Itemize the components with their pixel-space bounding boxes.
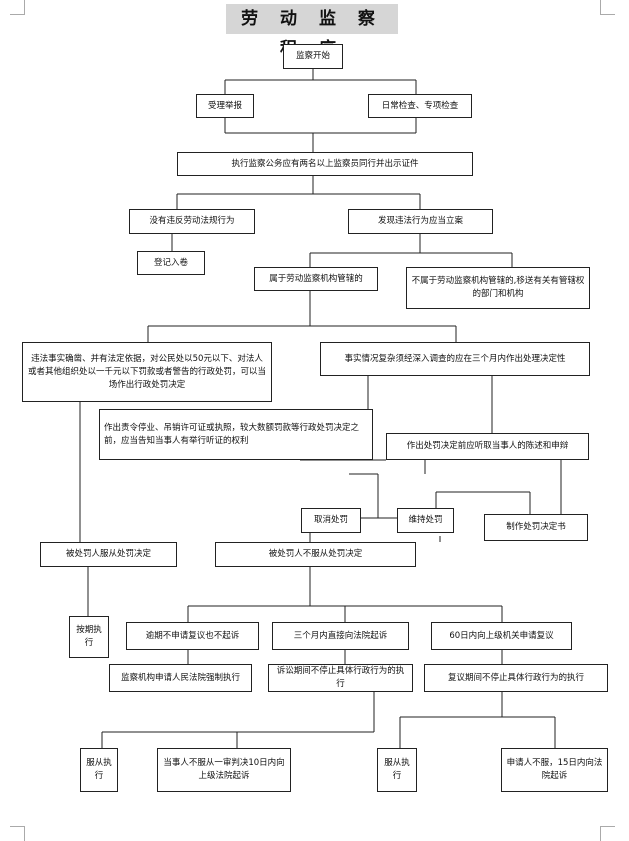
node-accept: 被处罚人服从处罚决定 [40,542,177,567]
node-lawsuit-3m: 三个月内直接向法院起诉 [272,622,409,650]
node-hearing-notice: 作出责令停业、吊销许可证或执照，较大数额罚款等行政处罚决定之前，应当告知当事人有… [99,409,373,460]
node-no-review-no-suit: 逾期不申请复议也不起诉 [126,622,259,650]
node-comply-2: 服从执行 [377,748,417,792]
node-on-spot: 违法事实确凿、并有法定依据，对公民处以50元以下、对法人或者其他组织处以一千元以… [22,342,272,402]
node-suit-no-stop: 诉讼期间不停止具体行政行为的执行 [268,664,413,692]
node-register: 登记入卷 [137,251,205,275]
node-hear-statement: 作出处罚决定前应听取当事人的陈述和申辩 [386,433,589,460]
page-corner-br [600,826,615,841]
page-corner-tl [10,0,25,15]
node-make-decision: 制作处罚决定书 [484,514,588,541]
node-violation-found: 发现违法行为应当立案 [348,209,493,234]
node-inspection: 日常检查、专项检查 [368,94,472,118]
node-cancel: 取消处罚 [301,508,361,533]
node-review-60d: 60日内向上级机关申请复议 [431,622,572,650]
node-appeal-10d: 当事人不服从一审判决10日内向上级法院起诉 [157,748,291,792]
node-start: 监察开始 [283,44,343,69]
node-comply-1: 服从执行 [80,748,118,792]
node-execute-on-time: 按期执行 [69,616,109,658]
node-maintain: 维持处罚 [397,508,454,533]
node-complex: 事实情况复杂须经深入调查的应在三个月内作出处理决定性 [320,342,590,376]
node-court-enforce: 监察机构申请人民法院强制执行 [109,664,252,692]
page-corner-bl [10,826,25,841]
node-review-no-stop: 复议期间不停止具体行政行为的执行 [424,664,608,692]
node-not-jurisdiction: 不属于劳动监察机构管辖的,移送有关有管辖权的部门和机构 [406,267,590,309]
node-suit-15d: 申请人不服，15日内向法院起诉 [501,748,608,792]
node-reject: 被处罚人不服从处罚决定 [215,542,416,567]
node-no-violation: 没有违反劳动法规行为 [129,209,255,234]
page-corner-tr [600,0,615,15]
node-report: 受理举报 [196,94,254,118]
node-in-jurisdiction: 属于劳动监察机构管辖的 [254,267,378,291]
node-officers: 执行监察公务应有两名以上监察员同行并出示证件 [177,152,473,176]
